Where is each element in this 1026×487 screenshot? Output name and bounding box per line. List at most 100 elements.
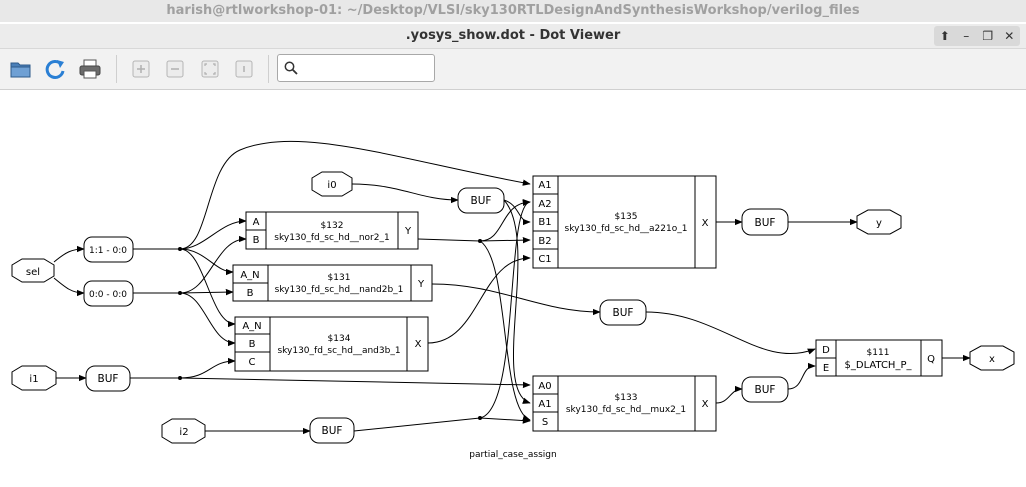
- open-button[interactable]: [8, 57, 34, 81]
- pin-label: B: [249, 339, 256, 350]
- edge-i2-mux-s: [479, 417, 531, 424]
- cell-id: $134: [328, 334, 351, 344]
- zoom-100-button[interactable]: [231, 57, 257, 81]
- slice-label: 1:1 - 0:0: [89, 246, 127, 256]
- window-keep-above-button[interactable]: ⬆: [939, 29, 950, 43]
- edge-nor2-junction: [417, 238, 481, 242]
- cell-133-mux2[interactable]: A0 A1 S $133 sky130_fd_sc_hd__mux2_1 X: [532, 375, 717, 432]
- buf-a221o[interactable]: BUF: [741, 208, 789, 236]
- port-x[interactable]: x: [969, 345, 1015, 371]
- cell-134-and3b[interactable]: A_N B C $134 sky130_fd_sc_hd__and3b_1 X: [234, 316, 429, 372]
- cell-id: $131: [328, 273, 351, 283]
- junction-dot: [178, 247, 182, 251]
- edge-nor2-a221o-a2: [479, 199, 531, 242]
- pin-label: Y: [404, 226, 412, 237]
- buf-i1[interactable]: BUF: [85, 365, 131, 392]
- pin-label: B2: [538, 236, 551, 247]
- cell-132-nor2[interactable]: A B $132 sky130_fd_sc_hd__nor2_1 Y: [245, 211, 419, 250]
- zoom-in-icon: [132, 60, 150, 78]
- cell-type: $_DLATCH_P_: [845, 360, 913, 371]
- print-button[interactable]: [77, 57, 103, 81]
- pin-label: A: [253, 217, 260, 228]
- edge-s0-nand2b-b: [179, 288, 234, 296]
- reload-button[interactable]: [42, 57, 68, 81]
- zoom-fit-icon: [201, 60, 219, 78]
- edge-nand2b-buf: [431, 283, 601, 316]
- pin-label: X: [702, 218, 709, 229]
- port-label: y: [876, 218, 882, 229]
- pin-label: A2: [538, 199, 551, 210]
- pin-label: C1: [538, 254, 551, 265]
- window-controls: ⬆ – ❐ ✕: [934, 26, 1020, 46]
- buf-i0[interactable]: BUF: [457, 187, 505, 214]
- cell-id: $133: [615, 393, 638, 403]
- pin-label: A1: [538, 180, 551, 191]
- pin-label: C: [249, 357, 256, 368]
- window-maximize-button[interactable]: ❐: [982, 29, 994, 43]
- buf-nand2b[interactable]: BUF: [599, 299, 647, 326]
- pin-label: A_N: [242, 321, 261, 332]
- buf-label: BUF: [98, 373, 119, 385]
- cell-type: sky130_fd_sc_hd__and3b_1: [277, 346, 400, 356]
- edge-s1-a221o-a1: [179, 140, 531, 250]
- buf-mux[interactable]: BUF: [741, 376, 789, 403]
- port-sel[interactable]: sel: [11, 258, 55, 283]
- toolbar-separator: [268, 55, 269, 83]
- cell-135-a221o[interactable]: A1 A2 B1 B2 C1 $135 sky130_fd_sc_hd__a22…: [532, 175, 717, 269]
- junction-dot: [478, 416, 482, 420]
- toolbar: [0, 49, 1026, 90]
- edge-s1-nor2-a: [179, 217, 247, 250]
- pin-label: X: [415, 339, 422, 350]
- pin-label: A0: [538, 381, 551, 392]
- buf-label: BUF: [755, 384, 776, 396]
- cell-id: $135: [615, 212, 638, 222]
- pin-label: A1: [538, 399, 551, 410]
- buf-label: BUF: [322, 425, 343, 437]
- pin-label: Q: [927, 354, 935, 365]
- edge-sel-s0: [53, 277, 85, 297]
- zoom-out-button[interactable]: [162, 57, 188, 81]
- netlist-graph[interactable]: sel i0 i1 i2 y x 1:1 - 0:0 0:0 - 0:0 BUF…: [0, 90, 1026, 487]
- junctions: [178, 239, 482, 420]
- edge-buf-a221o-b1: [503, 199, 531, 226]
- port-i0[interactable]: i0: [311, 171, 353, 197]
- search-input[interactable]: [304, 57, 434, 79]
- edge-mux-buf: [715, 385, 743, 404]
- outer-window-title: harish@rtlworkshop-01: ~/Desktop/VLSI/sk…: [0, 0, 1026, 22]
- port-y[interactable]: y: [856, 209, 902, 235]
- buf-label: BUF: [471, 195, 492, 207]
- port-label: i2: [179, 427, 188, 438]
- edge-s0-nor2-b: [179, 235, 247, 294]
- buf-i2[interactable]: BUF: [309, 417, 355, 444]
- window-close-button[interactable]: ✕: [1004, 29, 1015, 43]
- reload-icon: [45, 59, 65, 79]
- edge-i1-mux-a0: [179, 377, 531, 389]
- cell-111-dlatch[interactable]: D E $111 $_DLATCH_P_ Q: [815, 339, 943, 377]
- zoom-in-button[interactable]: [128, 57, 154, 81]
- buf-label: BUF: [613, 307, 634, 319]
- zoom-out-icon: [166, 60, 184, 78]
- edges: [53, 140, 971, 435]
- graph-caption: partial_case_assign: [469, 450, 556, 460]
- slice-sel-0[interactable]: 0:0 - 0:0: [83, 280, 134, 307]
- cell-131-nand2b[interactable]: A_N B $131 sky130_fd_sc_hd__nand2b_1 Y: [232, 264, 433, 302]
- cell-id: $132: [321, 221, 344, 231]
- toolbar-separator: [116, 55, 117, 83]
- edge-buf-junction-i2: [353, 417, 481, 432]
- window-minimize-button[interactable]: –: [963, 29, 970, 43]
- pin-label: A_N: [240, 270, 259, 281]
- open-icon: [10, 62, 31, 78]
- edge-buf-latch-e: [787, 362, 816, 390]
- edge-buf-mux-a1: [503, 199, 531, 404]
- slice-label: 0:0 - 0:0: [89, 290, 127, 300]
- cell-id: $111: [867, 348, 890, 358]
- graph-canvas[interactable]: sel i0 i1 i2 y x 1:1 - 0:0 0:0 - 0:0 BUF…: [0, 90, 1026, 487]
- pin-label: B1: [538, 217, 551, 228]
- zoom-fit-button[interactable]: [197, 57, 223, 81]
- slice-sel-1[interactable]: 1:1 - 0:0: [83, 236, 134, 263]
- port-label: i0: [327, 180, 336, 191]
- port-i1[interactable]: i1: [11, 365, 57, 391]
- port-i2[interactable]: i2: [161, 418, 206, 444]
- search-field[interactable]: [277, 54, 435, 82]
- edge-s0-and3b-b: [179, 292, 236, 347]
